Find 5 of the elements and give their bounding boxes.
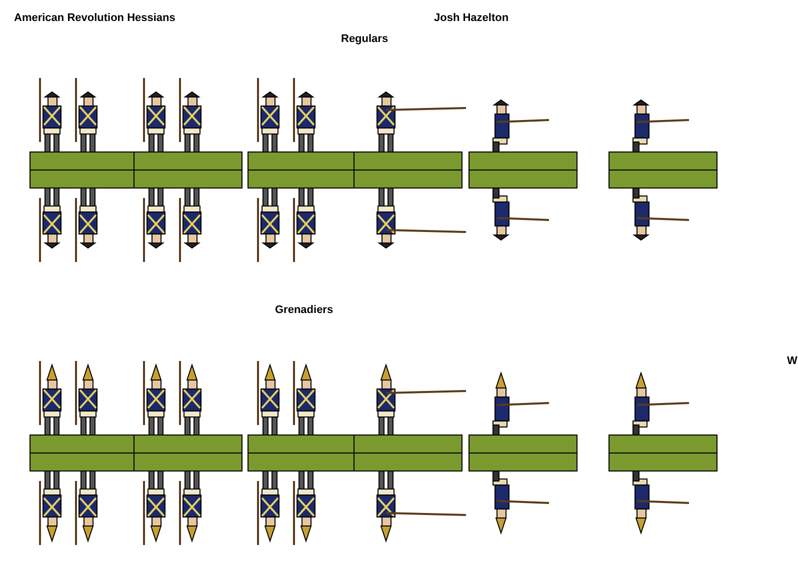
sheet-title: American Revolution Hessians bbox=[14, 12, 176, 24]
section-heading: Grenadiers bbox=[275, 304, 334, 316]
edge-letter: W bbox=[787, 355, 798, 367]
section-heading: Regulars bbox=[341, 33, 388, 45]
author-credit: Josh Hazelton bbox=[434, 12, 509, 24]
